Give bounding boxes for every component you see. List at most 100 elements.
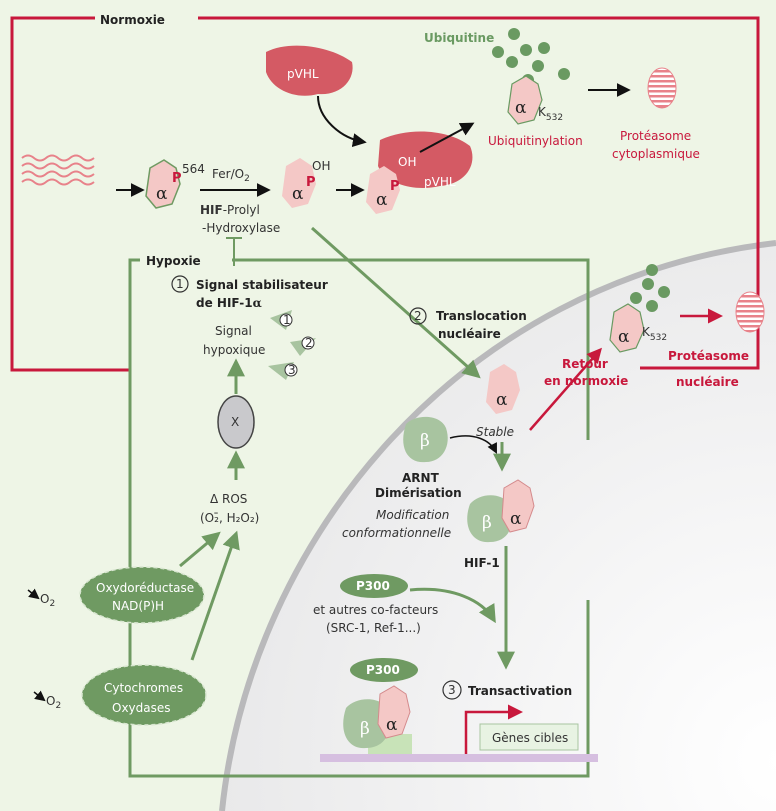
arrow-oxydo-to-ros <box>179 531 221 568</box>
modif-line1: Modification <box>376 508 449 522</box>
bound-alpha <box>377 685 411 739</box>
dimerisation-label: Dimérisation <box>375 486 462 500</box>
cyto-line2: Oxydases <box>112 701 171 715</box>
complex-pvhl-label: pVHL <box>424 175 456 189</box>
arrow-return-normoxia <box>529 347 602 431</box>
step1-circle <box>171 275 189 293</box>
proline-p-label-3: P <box>390 179 400 194</box>
hif1-label: HIF-1 <box>464 556 500 570</box>
dimer-beta <box>467 495 512 543</box>
cytoplasmic-proteasome-icon <box>647 67 677 109</box>
triangle1-marker <box>279 313 293 327</box>
hif-prolyl-label: HIF-Prolyl <box>200 203 260 217</box>
hif1-alpha-hydroxylated <box>282 158 316 208</box>
p300-bottom <box>350 658 418 682</box>
dimer-alpha <box>501 479 535 533</box>
normoxie-title: Normoxie <box>100 13 165 27</box>
stable-label: Stable <box>476 425 514 439</box>
alpha-in-complex <box>366 166 400 214</box>
retour-line2: en normoxie <box>544 374 628 388</box>
delta-ros-label: Δ ROS <box>210 492 247 506</box>
step2-number: 2 <box>414 309 422 323</box>
o2-arrow-a <box>27 588 40 600</box>
modif-line2: conformationnelle <box>342 526 451 540</box>
alpha-symbol-2: α <box>292 184 304 204</box>
step2-line1: Translocation <box>436 309 527 323</box>
o2-label-b: O2 <box>46 694 61 711</box>
alpha-symbol: α <box>156 184 168 204</box>
arrow-arnt-binding <box>449 435 497 454</box>
p300-top-label: P300 <box>356 579 390 593</box>
p300-top <box>340 574 408 598</box>
arnt-beta <box>403 416 448 463</box>
triangle3-marker <box>284 363 298 377</box>
nuclear-k532-label: K532 <box>642 325 667 343</box>
bound-beta <box>343 699 390 749</box>
p300-bottom-label: P300 <box>366 663 400 677</box>
dna-strand <box>320 754 598 762</box>
proline-p-label: P <box>172 171 182 186</box>
ubiquitinylation-label: Ubiquitinylation <box>488 134 583 148</box>
step2-circle <box>409 307 427 325</box>
pvhl-complex <box>378 131 473 188</box>
arrow-translocation <box>311 226 481 379</box>
pvhl-label: pVHL <box>287 67 319 81</box>
hif1-alpha-p564 <box>145 159 181 209</box>
o2-label-a: O2 <box>40 592 55 609</box>
nuclear-ubiquitin-chain <box>624 264 670 318</box>
triangle2-number: 2 <box>305 336 313 350</box>
beta-symbol-3: β <box>360 719 370 739</box>
cofact-line2: (SRC-1, Ref-1...) <box>326 621 421 635</box>
arrow-cyto-to-ros <box>190 530 240 661</box>
triangle1-number: 1 <box>283 313 291 327</box>
transcription-start-arrow <box>464 704 523 754</box>
hypoxie-title: Hypoxie <box>146 254 201 268</box>
beta-symbol: β <box>420 431 430 451</box>
arrow-pvhl-binding <box>317 95 367 148</box>
oh-label: OH <box>312 159 330 173</box>
p564-superscript: 564 <box>182 162 205 176</box>
step1-number: 1 <box>176 277 184 291</box>
normoxie-frame-right <box>198 16 760 370</box>
proline-p-label-2: P <box>306 175 316 190</box>
retour-line1: Retour <box>562 357 608 371</box>
proteasome-cyto-line1: Protéasome <box>620 129 691 143</box>
step1-line1: Signal stabilisateur <box>196 278 328 292</box>
hypoxie-frame-left <box>128 258 590 778</box>
mrna-icon <box>21 154 95 186</box>
x-factor <box>217 395 255 449</box>
signal-line1: Signal <box>215 324 252 338</box>
alpha-symbol-6: α <box>510 509 522 529</box>
oxydo-line1: Oxydoréductase <box>96 581 194 595</box>
arrow-to-ubiquitination <box>419 122 475 153</box>
target-genes-box <box>479 723 579 751</box>
arnt-label: ARNT <box>402 471 440 485</box>
alpha-symbol-5: α <box>496 390 508 410</box>
alpha-symbol-7: α <box>386 715 398 735</box>
proteasome-cyto-line2: cytoplasmique <box>612 147 700 161</box>
step3-circle <box>442 680 462 700</box>
pvhl-protein <box>266 45 353 96</box>
normoxie-frame-left <box>10 16 130 372</box>
step3-number: 3 <box>448 683 456 697</box>
x-label: X <box>231 415 239 429</box>
cytochromes-enzyme <box>81 664 207 726</box>
beta-symbol-2: β <box>482 513 492 533</box>
complex-oh-label: OH <box>398 155 416 169</box>
oxydo-line2: NAD(P)H <box>112 599 164 613</box>
step1-line2: de HIF-1α <box>196 296 262 310</box>
stable-alpha <box>486 364 520 414</box>
arrow-p300-to-hif <box>409 587 496 624</box>
ros-species-label: (O₂̄, H₂O₂) <box>200 511 259 525</box>
alpha-symbol-3: α <box>376 190 388 210</box>
ubiquitinated-alpha <box>507 75 543 125</box>
signal-line2: hypoxique <box>203 343 265 357</box>
target-genes-label: Gènes cibles <box>492 731 568 745</box>
nuclear-membrane <box>219 240 776 811</box>
nuclear-ubiquitinated-alpha <box>609 303 645 353</box>
step2-line2: nucléaire <box>438 327 501 341</box>
triangle2-marker <box>301 336 315 350</box>
cofact-line1: et autres co-facteurs <box>313 603 438 617</box>
